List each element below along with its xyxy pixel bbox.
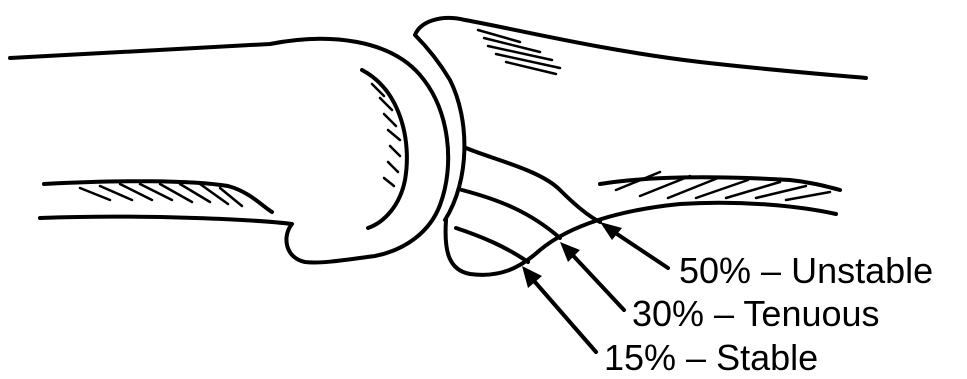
proximal-bone-lower-edge — [44, 181, 272, 212]
arrow-stable — [528, 274, 596, 352]
label-stable: 15% – Stable — [604, 340, 818, 376]
label-unstable: 50% – Unstable — [679, 253, 933, 289]
proximal-hatching — [80, 184, 242, 206]
proximal-bone-outline — [10, 39, 448, 263]
condyle-hatching — [372, 84, 400, 186]
proximal-head-inner-arc — [362, 70, 407, 228]
label-tenuous: 30% – Tenuous — [632, 296, 880, 332]
distal-bone-lower-edge — [466, 148, 600, 222]
fracture-zone-line-upper — [462, 190, 560, 238]
distal-soft-tissue — [600, 177, 840, 190]
arrow-tenuous — [566, 248, 624, 310]
distal-bone-base — [415, 18, 866, 220]
fracture-zone-line-middle — [456, 228, 528, 262]
